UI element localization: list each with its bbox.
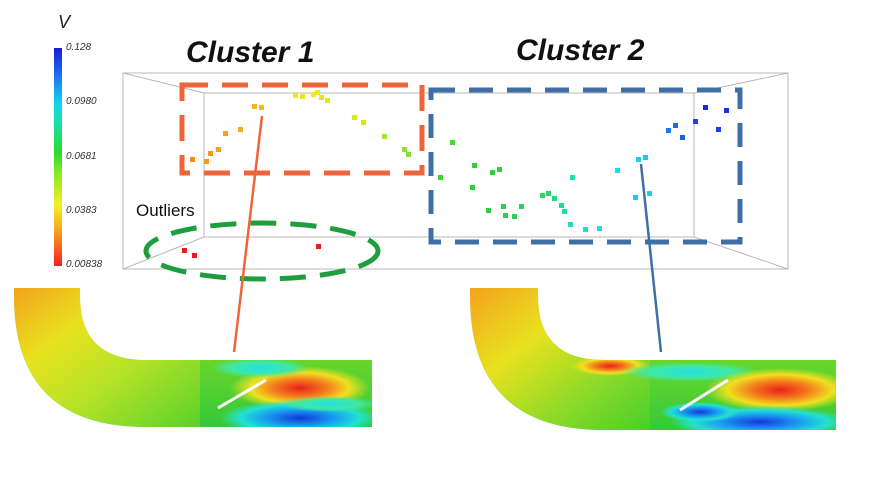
data-point: [406, 152, 411, 157]
cluster-1-box: [179, 82, 425, 176]
cluster-1-title: Cluster 1: [186, 36, 315, 69]
data-point: [316, 244, 321, 249]
data-point: [192, 253, 197, 258]
data-point: [693, 119, 698, 124]
outliers-ellipse: [143, 220, 381, 282]
data-point: [208, 151, 213, 156]
cluster-1-connector: [232, 115, 264, 353]
cluster-2-plate: [679, 378, 729, 412]
data-point: [673, 123, 678, 128]
cluster-1-plate: [217, 378, 267, 410]
data-point: [497, 167, 502, 172]
data-point: [438, 175, 443, 180]
data-point: [568, 222, 573, 227]
data-point: [190, 157, 195, 162]
data-point: [643, 155, 648, 160]
data-point: [512, 214, 517, 219]
data-point: [311, 92, 316, 97]
data-point: [503, 213, 508, 218]
data-point: [552, 196, 557, 201]
data-point: [615, 168, 620, 173]
outlier-points: [182, 244, 321, 258]
data-point: [204, 159, 209, 164]
colorbar-tick-4: 0.0383: [66, 205, 97, 216]
data-point: [519, 204, 524, 209]
data-point: [703, 105, 708, 110]
data-point: [559, 203, 564, 208]
colorbar-tick-max: 0.128: [66, 42, 92, 53]
data-point: [216, 147, 221, 152]
cluster-1-points: [190, 90, 411, 164]
data-point: [546, 191, 551, 196]
data-point: [597, 226, 602, 231]
data-point: [450, 140, 455, 145]
parameter-space-box: [122, 72, 789, 270]
data-point: [252, 104, 257, 109]
data-point: [300, 94, 305, 99]
data-point: [402, 147, 407, 152]
data-point: [361, 120, 366, 125]
data-point: [182, 248, 187, 253]
outliers-label: Outliers: [136, 201, 195, 220]
data-point: [540, 193, 545, 198]
cluster-1-flow-field: [14, 288, 372, 427]
data-point: [325, 98, 330, 103]
data-point: [583, 227, 588, 232]
colorbar-tick-min: 0.00838: [66, 259, 103, 270]
cluster-2-box: [428, 87, 743, 245]
colorbar-tick-2: 0.0980: [66, 96, 97, 107]
data-point: [472, 163, 477, 168]
data-point: [647, 191, 652, 196]
data-point: [724, 108, 729, 113]
cluster-2-points: [438, 105, 729, 232]
cluster-2-flow-field: [470, 288, 836, 430]
data-point: [562, 209, 567, 214]
data-point: [223, 131, 228, 136]
colorbar: [54, 48, 62, 266]
data-point: [238, 127, 243, 132]
data-point: [486, 208, 491, 213]
data-point: [470, 185, 475, 190]
data-point: [666, 128, 671, 133]
data-point: [319, 95, 324, 100]
data-point: [633, 195, 638, 200]
cluster-2-connector: [639, 163, 663, 353]
data-point: [293, 93, 298, 98]
data-point: [315, 90, 320, 95]
data-point: [570, 175, 575, 180]
data-point: [680, 135, 685, 140]
data-point: [352, 115, 357, 120]
data-point: [501, 204, 506, 209]
colorbar-tick-3: 0.0681: [66, 151, 97, 162]
data-point: [716, 127, 721, 132]
cluster-2-title: Cluster 2: [516, 34, 645, 67]
data-point: [259, 105, 264, 110]
data-point: [382, 134, 387, 139]
data-point: [490, 170, 495, 175]
colorbar-variable: V: [58, 12, 71, 32]
data-point: [636, 157, 641, 162]
